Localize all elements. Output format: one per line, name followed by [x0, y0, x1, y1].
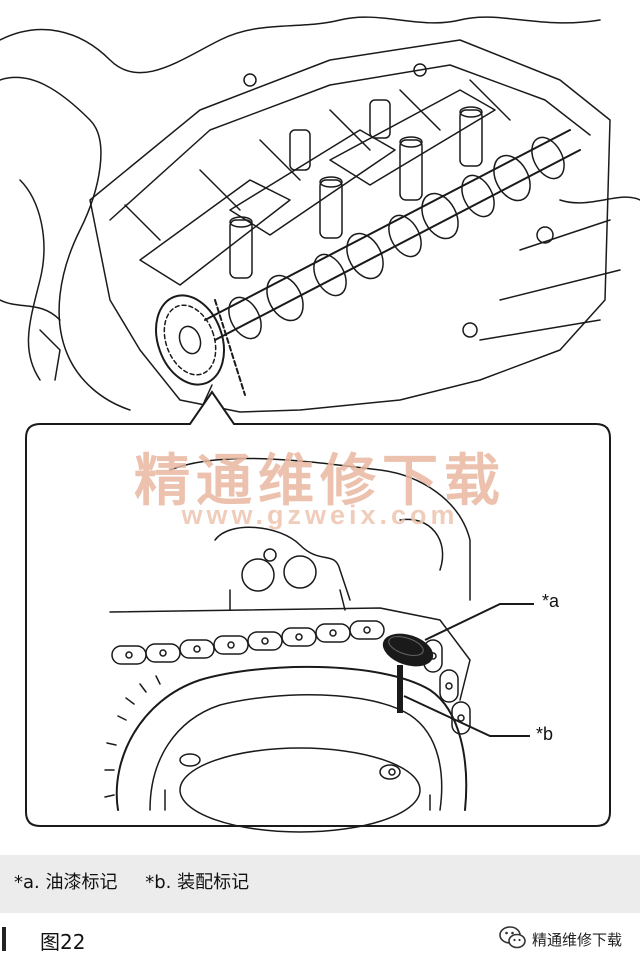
legend-bar [0, 855, 640, 913]
timing-chain-detail [104, 457, 471, 833]
figure-caption: 图22 [40, 930, 86, 954]
callout-b-label: *b [536, 724, 554, 744]
callout-a-label: *a [542, 591, 560, 611]
legend: *a. 油漆标记 *b. 装配标记 [14, 868, 271, 894]
assembly-mark [397, 665, 403, 713]
paint-mark [382, 633, 434, 667]
engine-head-illustration [0, 16, 640, 421]
watermark-url: www.gzweix.com [181, 500, 459, 530]
legend-item-a: *a. 油漆标记 [14, 872, 118, 893]
legend-item-b: *b. 装配标记 [145, 872, 250, 893]
account-name: 精通维修下载 [532, 931, 623, 949]
callout-leaders [403, 603, 534, 737]
wechat-icon [499, 926, 526, 949]
watermark-title: 精通维修下载 [134, 449, 506, 514]
caption-marker [2, 927, 6, 951]
